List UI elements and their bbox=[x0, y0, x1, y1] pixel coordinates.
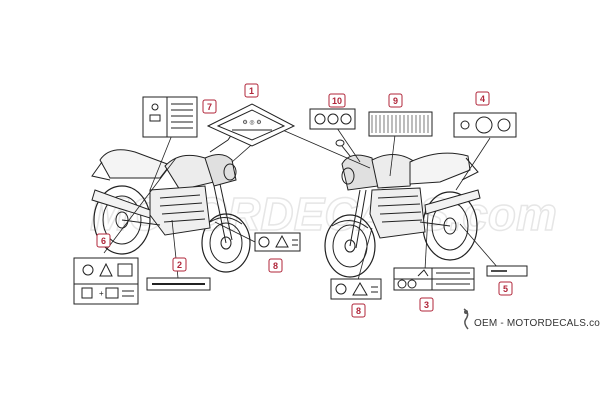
decal-4 bbox=[453, 112, 517, 138]
decal-8-right bbox=[330, 278, 382, 300]
callout-10: 10 bbox=[328, 93, 346, 108]
callout-number: 10 bbox=[332, 96, 342, 106]
callout-number: 8 bbox=[356, 306, 361, 316]
decal-1: ⚙ ◎ ⚙ bbox=[206, 103, 296, 147]
decal-5 bbox=[486, 265, 528, 277]
callout-2: 2 bbox=[172, 257, 187, 272]
decal-8-left bbox=[254, 232, 301, 252]
callout-8-b: 8 bbox=[351, 303, 366, 318]
svg-text:⚙ ◎ ⚙: ⚙ ◎ ⚙ bbox=[242, 119, 261, 126]
callout-number: 8 bbox=[273, 261, 278, 271]
callout-3: 3 bbox=[419, 297, 434, 312]
motorcycle-left-view bbox=[91, 127, 251, 273]
callout-number: 9 bbox=[393, 96, 398, 106]
callout-number: 7 bbox=[207, 102, 212, 112]
decal-10 bbox=[309, 108, 356, 130]
callout-6: 6 bbox=[96, 233, 111, 248]
callout-markers: 1 2 3 4 5 6 7 8 8 9 10 bbox=[96, 83, 513, 318]
callout-5: 5 bbox=[498, 281, 513, 296]
logo-icon bbox=[463, 308, 469, 330]
callout-number: 1 bbox=[249, 86, 254, 96]
callout-7: 7 bbox=[202, 99, 217, 114]
callout-4: 4 bbox=[475, 91, 490, 106]
decal-2 bbox=[146, 277, 211, 291]
callout-9: 9 bbox=[388, 93, 403, 108]
decal-7 bbox=[142, 96, 198, 138]
callout-1: 1 bbox=[244, 83, 259, 98]
motorcycle-right-view bbox=[324, 139, 481, 278]
callout-number: 2 bbox=[177, 260, 182, 270]
callout-number: 4 bbox=[480, 94, 485, 104]
callout-8: 8 bbox=[268, 258, 283, 273]
leader-lines bbox=[103, 123, 506, 281]
callout-number: 5 bbox=[503, 284, 508, 294]
svg-text:+: + bbox=[99, 289, 104, 298]
callout-number: 3 bbox=[424, 300, 429, 310]
callout-number: 6 bbox=[101, 236, 106, 246]
decal-9 bbox=[368, 111, 433, 137]
footer-brand-text: OEM - MOTORDECALS.com bbox=[474, 318, 600, 329]
decal-6: + bbox=[73, 257, 139, 305]
decal-3 bbox=[393, 267, 475, 291]
